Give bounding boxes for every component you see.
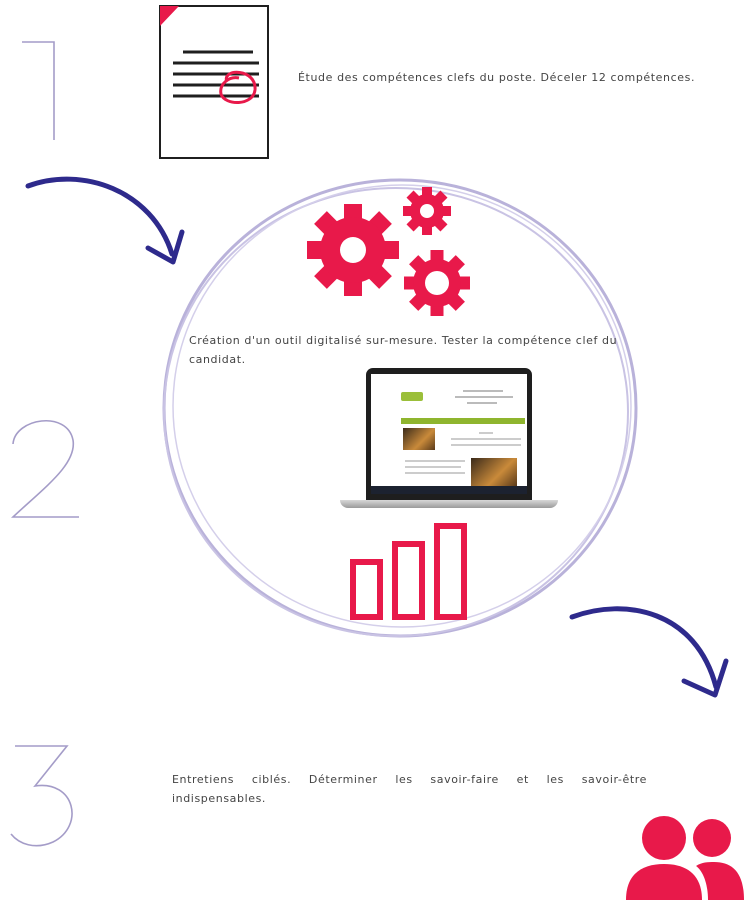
laptop-screen (366, 368, 532, 502)
arrow-icon (566, 595, 741, 714)
bar-chart-icon (345, 520, 475, 629)
step-2-text: Création d'un outil digitalisé sur-mesur… (189, 334, 618, 366)
step-3-text: Entretiens ciblés. Déterminer les savoir… (172, 773, 647, 805)
step-2-number (5, 412, 85, 527)
process-circle (150, 170, 650, 654)
step-1-number (14, 32, 64, 147)
gears-icon (305, 185, 485, 324)
step-1-text: Étude des compétences clefs du poste. Dé… (298, 71, 696, 84)
laptop-screen-content (371, 374, 527, 494)
document-icon (155, 2, 275, 166)
step-3-number (5, 736, 85, 854)
laptop-icon (340, 368, 558, 516)
arrow-icon (22, 170, 192, 279)
people-icon (622, 812, 746, 908)
